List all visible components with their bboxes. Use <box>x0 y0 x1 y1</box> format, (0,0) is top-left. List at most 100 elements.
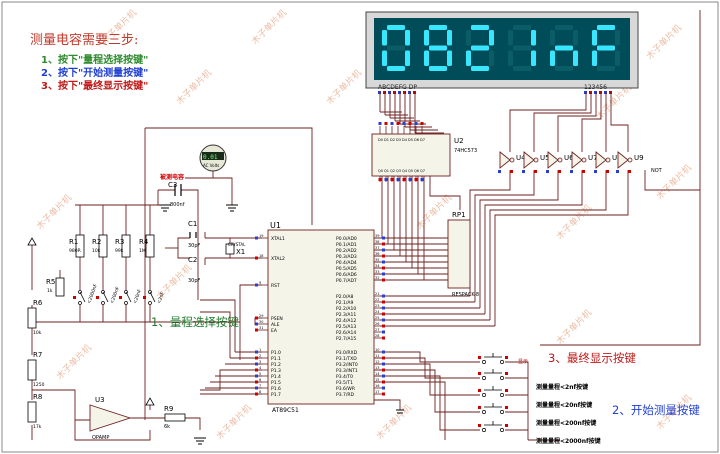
svg-text:18: 18 <box>259 254 263 258</box>
svg-text:10: 10 <box>375 348 379 352</box>
svg-text:30: 30 <box>259 320 263 324</box>
mcu-u1: U1 AT89C51 XTAL119XTAL218RST9PSEN29ALE30… <box>255 221 385 414</box>
svg-text:Q0: Q0 <box>378 169 383 173</box>
u1-pin-label: P1.6 <box>271 386 281 392</box>
not-gate-label: U5 <box>540 154 550 162</box>
u1-pin-label: P1.1 <box>271 356 281 362</box>
segment-d <box>387 66 405 71</box>
not-gate: U8 <box>594 151 622 173</box>
u1-pin-label: P3.4/T0 <box>336 374 353 380</box>
resistor-value: 10k <box>92 248 101 254</box>
display-small-label: 显示 <box>518 359 528 365</box>
segment-f <box>466 30 471 46</box>
not-gate: U9 <box>616 151 644 173</box>
x1-part: CRYSTAL <box>228 242 246 247</box>
capacitor-c3: 被测电容 C3 800nf <box>160 173 185 208</box>
push-button[interactable] <box>478 369 508 380</box>
btn-200nf-label: 测量量程<200nf按键 <box>536 419 597 427</box>
u1-pin-label: P0.2/AD2 <box>336 248 357 254</box>
u1-pin-label: P3.2/INT0 <box>336 362 358 368</box>
segment-b <box>531 30 536 46</box>
power-symbols <box>27 237 155 406</box>
range-switch[interactable]: <2000nF <box>73 283 99 305</box>
rp1-part: RESPACK-8 <box>452 292 479 298</box>
u1-pin-label: P1.7 <box>271 392 281 398</box>
svg-text:16: 16 <box>375 384 379 388</box>
svg-text:14: 14 <box>375 372 380 376</box>
push-button[interactable] <box>478 386 508 397</box>
switch-label: <200nF <box>109 286 121 305</box>
push-button[interactable] <box>478 421 508 432</box>
svg-text:2: 2 <box>259 354 261 358</box>
u1-pin-label: P0.0/AD0 <box>336 236 357 242</box>
r9-label: R9 <box>164 405 173 413</box>
instruction-step-2: 2、按下"开始测量按键" <box>41 66 148 79</box>
display-digits <box>378 25 620 94</box>
btn-2nf-label: 测量量程<2nf按键 <box>536 383 589 391</box>
segment-d <box>555 66 573 71</box>
c3-label: C3 <box>168 181 177 189</box>
ground-symbols <box>159 204 404 445</box>
switch-label: <20nF <box>132 288 143 304</box>
display-digit <box>550 25 578 71</box>
not-gate: U7 <box>570 151 598 173</box>
segment-labels: ABCDEFG DP <box>378 84 417 91</box>
u1-pin-label: P0.3/AD3 <box>336 254 357 260</box>
resistor-value: 980R <box>69 248 81 254</box>
segment-d <box>471 66 489 71</box>
svg-text:8: 8 <box>259 390 261 394</box>
range-switch[interactable]: <2nF <box>143 290 166 305</box>
svg-text:29: 29 <box>259 314 263 318</box>
x1-label: X1 <box>236 248 245 256</box>
range-switch[interactable]: <200nF <box>96 286 121 305</box>
not-part-label: NOT <box>651 168 663 174</box>
segment-e <box>592 50 597 66</box>
instruction-step-3: 3、按下"最终显示按键" <box>41 79 148 92</box>
svg-text:13: 13 <box>375 366 379 370</box>
u1-pin-label: P0.5/AD5 <box>336 266 357 272</box>
svg-text:35: 35 <box>375 258 379 262</box>
not-gate: U4 <box>498 151 526 173</box>
svg-text:Q3: Q3 <box>396 169 401 173</box>
watermark: 木子单片机 <box>174 67 214 107</box>
latch-u2: U2 74HC573 D0Q0D1Q1D2Q2D3Q3D4Q4D5Q5D6Q6D… <box>371 122 477 182</box>
watermark: 木子单片机 <box>374 402 414 442</box>
range-switch[interactable]: <20nF <box>119 288 143 305</box>
segment-g <box>513 45 531 51</box>
watermark: 木子单片机 <box>324 67 364 107</box>
segment-a <box>513 25 531 30</box>
u1-pin-label: PSEN <box>271 316 283 322</box>
resistor-value: 17k <box>33 424 42 430</box>
voltmeter: 0.01 AC Volts <box>199 144 227 172</box>
digit-labels: 123456 <box>584 84 607 91</box>
svg-text:39: 39 <box>375 234 379 238</box>
segment-f <box>508 30 513 46</box>
segment-e <box>466 50 471 66</box>
display-digit <box>466 25 494 71</box>
resistor-value: 1k <box>47 288 53 294</box>
segment-g <box>429 45 447 51</box>
switch-label: <2nF <box>156 291 166 305</box>
resistor-label: R1 <box>69 238 78 246</box>
segment-d <box>429 66 447 71</box>
svg-text:19: 19 <box>259 234 263 238</box>
instructions-title: 测量电容需要三步: <box>30 32 138 48</box>
u1-pin-label: P2.2/A10 <box>336 306 356 312</box>
watermark: 木子单片机 <box>554 202 594 242</box>
range-select-label: 1、量程选择按键 <box>151 315 239 329</box>
segment-a <box>471 25 489 30</box>
segment-f <box>550 30 555 46</box>
resistor-label: R5 <box>46 278 55 286</box>
push-button[interactable] <box>478 353 508 364</box>
u1-pin-label: P2.3/A11 <box>336 312 356 318</box>
push-buttons <box>478 353 508 432</box>
svg-text:17: 17 <box>375 390 379 394</box>
u1-pin-label: ALE <box>271 322 280 328</box>
watermark: 木子单片机 <box>554 307 594 347</box>
u1-pin-label: P2.6/A14 <box>336 330 356 336</box>
push-button[interactable] <box>478 403 508 414</box>
